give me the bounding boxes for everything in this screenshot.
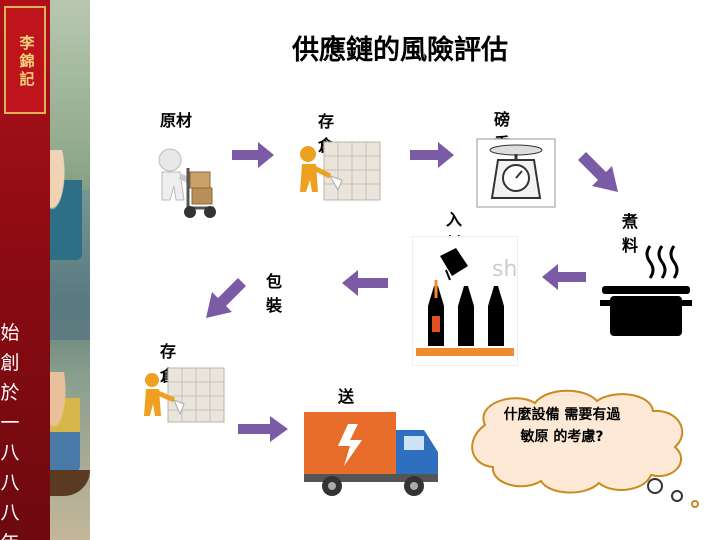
- label-deliver: 送: [338, 387, 355, 406]
- arrow-left-icon: [342, 270, 388, 296]
- slogan-char: 於: [0, 382, 20, 404]
- slogan-char: 八: [0, 442, 20, 464]
- arrow-down-right-icon: [578, 152, 618, 192]
- brand-char: 記: [19, 70, 35, 88]
- scale-icon: [476, 138, 556, 208]
- arrow-left-icon: [542, 264, 586, 290]
- banner-red-strip: 李 錦 記 始 創 於 一 八 八 八 年: [0, 0, 50, 540]
- hand-truck-icon: [158, 148, 216, 218]
- bottle-filling-icon: sh: [412, 236, 518, 366]
- thought-cloud-text: 什麼設備 需要有過敏原 的考慮?: [503, 407, 621, 445]
- svg-text:sh: sh: [492, 257, 517, 282]
- cooking-pot-icon: [600, 245, 692, 336]
- brand-logo-text: 李 錦 記: [10, 34, 44, 88]
- label-pack: 包裝: [266, 272, 283, 315]
- slogan-char: 創: [0, 352, 20, 374]
- warehouse-worker-icon: [300, 141, 381, 201]
- brand-logo: 李 錦 記: [4, 6, 46, 114]
- slogan-char: 始: [0, 322, 20, 344]
- slogan-char: 八: [0, 472, 20, 494]
- delivery-truck-icon: [304, 412, 438, 496]
- slogan-char: 一: [0, 412, 20, 434]
- brand-slogan: 始 創 於 一 八 八 八 年: [0, 318, 20, 540]
- arrow-right-icon: [232, 142, 274, 168]
- arrow-right-icon: [238, 416, 288, 442]
- page-title: 供應鏈的風險評估: [292, 35, 508, 66]
- brand-char: 錦: [19, 52, 35, 70]
- warehouse-worker-icon: [144, 367, 225, 423]
- slogan-char: 八: [0, 502, 20, 524]
- label-raw-material: 原材料: [160, 111, 193, 130]
- brand-char: 李: [19, 34, 35, 52]
- label-cook: 煮料: [622, 212, 639, 255]
- slogan-char: 年: [0, 528, 20, 540]
- arrow-down-left-icon: [206, 278, 246, 318]
- arrow-right-icon: [410, 142, 454, 168]
- brand-banner: 李 錦 記 始 創 於 一 八 八 八 年: [0, 0, 90, 540]
- thought-cloud: [471, 389, 699, 508]
